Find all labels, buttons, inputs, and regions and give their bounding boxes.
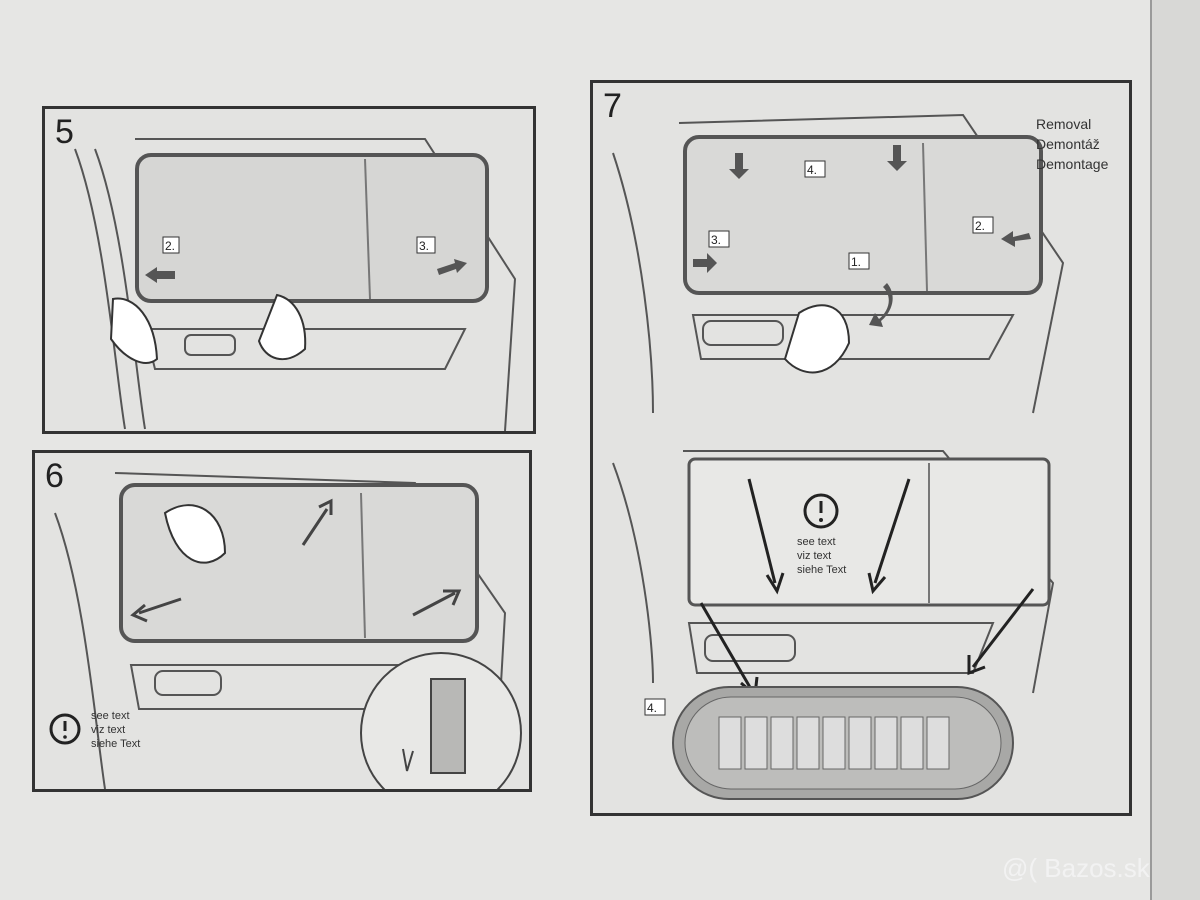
- arrow-icon: [1001, 231, 1031, 247]
- arrow-icon: [765, 572, 785, 595]
- panel-5-illustration: 2. 3.: [74, 138, 517, 431]
- panel-5: 5 2. 3.: [42, 106, 536, 434]
- panel-number: 7: [603, 87, 622, 125]
- hand-icon: [109, 297, 159, 364]
- step-label: 4.: [647, 701, 657, 715]
- arrow-icon: [729, 153, 749, 179]
- arrow-icon: [867, 572, 887, 595]
- sunshade-frame: [683, 135, 1043, 295]
- step-label: 2.: [975, 219, 985, 233]
- panel-6-illustration: [49, 472, 522, 789]
- watermark: @( Bazos.sk: [1002, 853, 1150, 883]
- arrow-icon: [869, 283, 893, 327]
- panel-6: 6 see text viz text siehe Text: [32, 450, 532, 792]
- note-text: see text viz text siehe Text: [797, 536, 847, 576]
- note-text: see text viz text siehe Text: [91, 710, 141, 750]
- step-label: 4.: [807, 163, 817, 177]
- step-label: 3.: [711, 233, 721, 247]
- hand-icon: [257, 293, 307, 360]
- removal-heading: Removal Demontáž Demontage: [1036, 116, 1109, 172]
- panel-7-illustration: 4. 3. 2. 1. 4.: [593, 113, 1129, 800]
- next-page-edge: [1150, 0, 1200, 900]
- arrow-icon: [967, 655, 986, 676]
- sunshade-frame: [135, 153, 489, 303]
- arrow-icon: [318, 498, 333, 515]
- hand-icon: [163, 504, 227, 564]
- warning-circle-icon: [803, 493, 839, 529]
- step-label: 1.: [851, 255, 861, 269]
- arrow-icon: [437, 259, 467, 275]
- warning-circle-icon: [49, 713, 81, 745]
- panel-number: 5: [55, 113, 74, 151]
- step-label: 2.: [165, 239, 175, 253]
- arrow-icon: [130, 603, 148, 623]
- arrow-icon: [443, 589, 462, 606]
- arrow-icon: [145, 267, 175, 283]
- arrow-icon: [887, 145, 907, 171]
- step-label: 3.: [419, 239, 429, 253]
- hand-icon: [783, 304, 851, 374]
- arrow-icon: [693, 253, 717, 273]
- panel-7: 7 4. 3. 2. 1.: [590, 80, 1132, 816]
- panel-number: 6: [45, 457, 64, 495]
- arrow-icon: [402, 748, 414, 772]
